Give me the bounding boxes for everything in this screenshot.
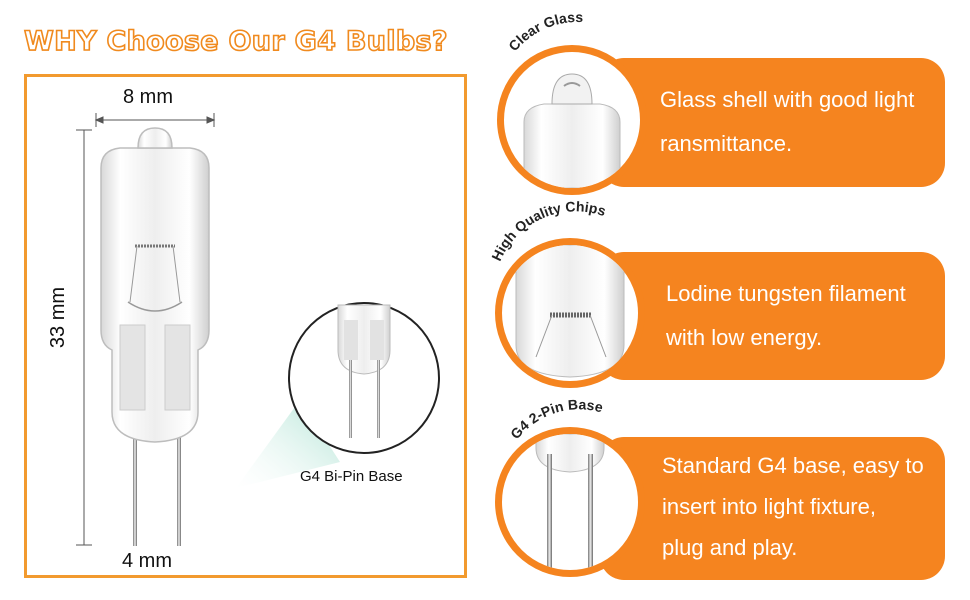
feature-high-quality-chips: Lodine tungsten filament with low energy…: [600, 252, 945, 380]
pin-spacing-label: 4 mm: [122, 550, 172, 572]
feature-clear-glass: Glass shell with good light ransmittance…: [600, 58, 945, 187]
pin-base-closeup: [495, 427, 645, 577]
width-dimension-line: [94, 113, 216, 127]
pin-base-magnifier: [288, 302, 440, 454]
height-dimension-line: [76, 129, 92, 546]
feature-line: insert into light fixture,: [662, 494, 876, 519]
feature-line: with low energy.: [666, 325, 823, 350]
feature-g4-2-pin-base: Standard G4 base, easy to insert into li…: [600, 437, 945, 580]
filament-closeup: [495, 238, 645, 388]
feature-line: plug and play.: [662, 535, 798, 560]
g4-bulb: [100, 127, 210, 546]
feature-text: Lodine tungsten filament with low energy…: [666, 272, 951, 360]
clear-glass-closeup: [497, 45, 647, 195]
feature-line: Glass shell with good light: [660, 87, 915, 112]
feature-text: Glass shell with good light ransmittance…: [660, 78, 945, 166]
feature-line: Standard G4 base, easy to: [662, 453, 924, 478]
feature-line: ransmittance.: [660, 131, 793, 156]
height-label: 33 mm: [47, 286, 70, 349]
feature-line: Lodine tungsten filament: [666, 281, 906, 306]
width-label: 8 mm: [123, 86, 173, 108]
page-title: WHY Choose Our G4 Bulbs?: [23, 25, 448, 58]
callout-label: G4 Bi-Pin Base: [300, 468, 403, 485]
feature-text: Standard G4 base, easy to insert into li…: [662, 445, 947, 568]
